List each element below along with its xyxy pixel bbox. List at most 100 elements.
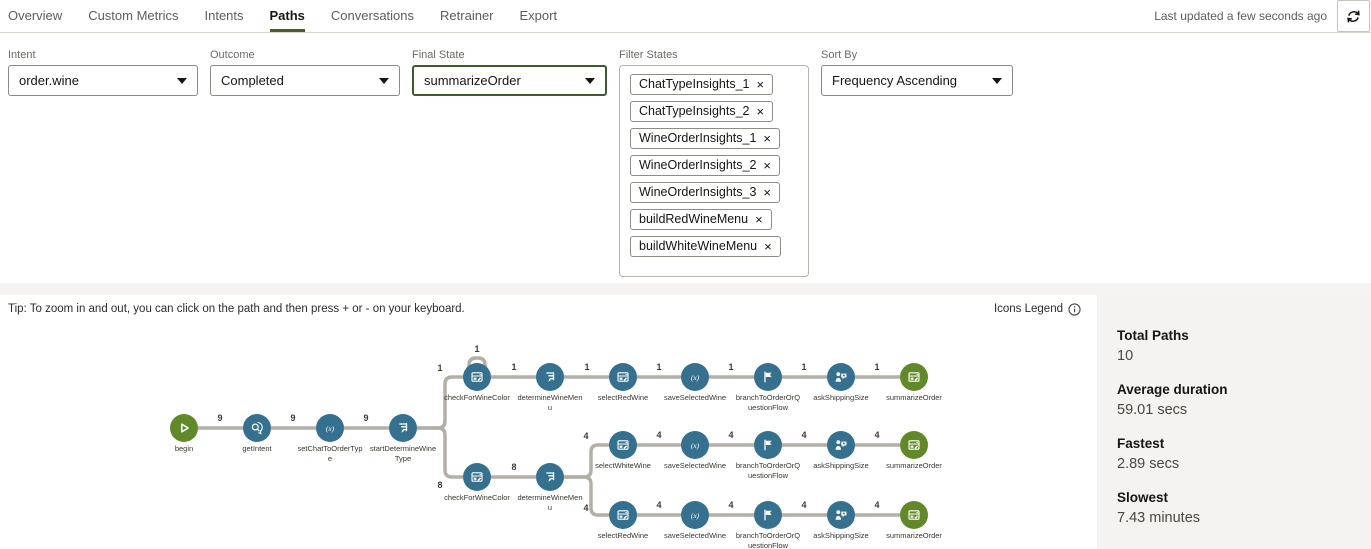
remove-chip-icon[interactable]: ×: [756, 103, 765, 119]
screen-icon: [908, 440, 920, 450]
edge-count-label: 4: [728, 500, 733, 510]
info-icon[interactable]: [1068, 302, 1081, 316]
node-summarizeOrder-2[interactable]: [900, 431, 928, 459]
ask-user-icon: [835, 372, 847, 382]
refresh-icon: [1347, 10, 1360, 22]
remove-chip-icon[interactable]: ×: [763, 130, 772, 146]
node-label: determineWineMenu: [517, 393, 583, 412]
node-branchToOrderOrQuestionFlow-3[interactable]: [754, 501, 782, 529]
intent-select[interactable]: order.wine: [8, 65, 198, 96]
final-state-select[interactable]: summarizeOrder: [412, 65, 607, 96]
refresh-button[interactable]: [1337, 0, 1370, 32]
path-edge[interactable]: [564, 475, 609, 517]
node-label: askShippingSize: [813, 461, 869, 470]
edge-count-label: 1: [584, 362, 589, 372]
dropdown-caret-icon: [177, 77, 187, 84]
tab-export[interactable]: Export: [519, 8, 558, 23]
stats-panel: Total Paths 10 Average duration 59.01 se…: [1097, 295, 1371, 549]
tab-conversations[interactable]: Conversations: [330, 8, 415, 23]
remove-chip-icon[interactable]: ×: [764, 238, 772, 254]
node-askShippingSize-2[interactable]: [827, 431, 855, 459]
sort-by-select[interactable]: Frequency Ascending: [821, 65, 1013, 96]
node-saveSelectedWine-3[interactable]: (x): [681, 501, 709, 529]
ask-user-icon: [835, 440, 847, 450]
node-label: branchToOrderOrQuestionFlow: [735, 531, 801, 549]
chip-label: buildRedWineMenu: [639, 212, 749, 226]
icons-legend-label: Icons Legend: [993, 303, 1063, 315]
path-edge[interactable]: [417, 426, 463, 479]
path-edge[interactable]: [467, 356, 487, 370]
chip-label: WineOrderInsights_2: [639, 158, 757, 172]
node-selectRedWine-2[interactable]: [609, 501, 637, 529]
paths-panel: Tip: To zoom in and out, you can click o…: [0, 295, 1371, 549]
node-saveSelectedWine-2[interactable]: (x): [681, 431, 709, 459]
node-begin[interactable]: [170, 414, 198, 442]
edge-count-label: 9: [217, 413, 222, 423]
final-state-value: summarizeOrder: [424, 73, 521, 88]
remove-chip-icon[interactable]: ×: [763, 184, 772, 200]
stat-total-paths: Total Paths 10: [1117, 328, 1351, 364]
dropdown-caret-icon: [992, 77, 1002, 84]
node-determineWineMenu-1[interactable]: [536, 363, 564, 391]
outcome-select[interactable]: Completed: [210, 65, 400, 96]
filter-states-box[interactable]: ChatTypeInsights_1 × ChatTypeInsights_2 …: [619, 65, 809, 277]
node-branchToOrderOrQuestionFlow-1[interactable]: [754, 363, 782, 391]
chip-label: buildWhiteWineMenu: [639, 239, 758, 253]
node-branchToOrderOrQuestionFlow-2[interactable]: [754, 431, 782, 459]
node-selectWhiteWine[interactable]: [609, 431, 637, 459]
icons-legend[interactable]: Icons Legend: [993, 302, 1081, 316]
remove-chip-icon[interactable]: ×: [763, 157, 772, 173]
node-askShippingSize-1[interactable]: [827, 363, 855, 391]
node-label: selectRedWine: [597, 393, 649, 402]
flag-icon: [764, 439, 772, 451]
filter-state-chip: WineOrderInsights_1 ×: [630, 128, 781, 149]
node-summarizeOrder-3[interactable]: [900, 501, 928, 529]
outcome-filter: Outcome Completed: [210, 49, 400, 283]
node-label: checkForWineColor: [444, 493, 510, 502]
tab-intents[interactable]: Intents: [204, 8, 244, 23]
node-checkForWineColor-2[interactable]: [463, 463, 491, 491]
filter-state-chip: WineOrderInsights_3 ×: [630, 182, 781, 203]
tab-retrainer[interactable]: Retrainer: [440, 8, 494, 23]
node-label: askShippingSize: [813, 393, 869, 402]
node-summarizeOrder-1[interactable]: [900, 363, 928, 391]
stat-average-duration: Average duration 59.01 secs: [1117, 382, 1351, 418]
node-selectRedWine-1[interactable]: [609, 363, 637, 391]
edge-count-label: 4: [728, 430, 733, 440]
remove-chip-icon[interactable]: ×: [755, 211, 763, 227]
node-setChatToOrderType[interactable]: (x): [316, 414, 344, 442]
node-getIntent[interactable]: [243, 414, 271, 442]
node-saveSelectedWine-1[interactable]: (x): [681, 363, 709, 391]
screen-icon: [471, 472, 483, 482]
tab-custom-metrics[interactable]: Custom Metrics: [88, 8, 179, 23]
stat-label: Fastest: [1117, 436, 1165, 451]
node-label: branchToOrderOrQuestionFlow: [735, 393, 801, 412]
node-label: saveSelectedWine: [663, 393, 727, 402]
stat-slowest: Slowest 7.43 minutes: [1117, 490, 1351, 526]
tab-paths[interactable]: Paths: [269, 0, 305, 32]
svg-text:(x): (x): [691, 441, 700, 450]
variable-icon: (x): [691, 441, 700, 450]
edge-count-label: 1: [437, 363, 442, 373]
node-label: begin: [174, 444, 194, 453]
node-label: branchToOrderOrQuestionFlow: [735, 461, 801, 480]
variable-icon: (x): [691, 373, 700, 382]
ask-user-icon: [835, 510, 847, 520]
node-label: setChatToOrderType: [297, 444, 363, 463]
edge-count-label: 4: [583, 431, 588, 441]
sort-by-label: Sort By: [821, 49, 858, 61]
remove-chip-icon[interactable]: ×: [756, 76, 765, 92]
node-determineWineMenu-2[interactable]: [536, 463, 564, 491]
edge-count-label: 4: [801, 500, 806, 510]
filter-state-chip: WineOrderInsights_2 ×: [630, 155, 781, 176]
node-startDetermineWineType[interactable]: [389, 414, 417, 442]
filter-state-chip: buildRedWineMenu ×: [630, 209, 772, 230]
node-label: getIntent: [242, 444, 272, 453]
tab-overview[interactable]: Overview: [8, 8, 63, 23]
node-askShippingSize-3[interactable]: [827, 501, 855, 529]
dropdown-caret-icon: [585, 77, 595, 84]
node-checkForWineColor-1[interactable]: [463, 363, 491, 391]
chip-label: ChatTypeInsights_2: [639, 104, 750, 118]
edge-count-label: 1: [874, 362, 879, 372]
